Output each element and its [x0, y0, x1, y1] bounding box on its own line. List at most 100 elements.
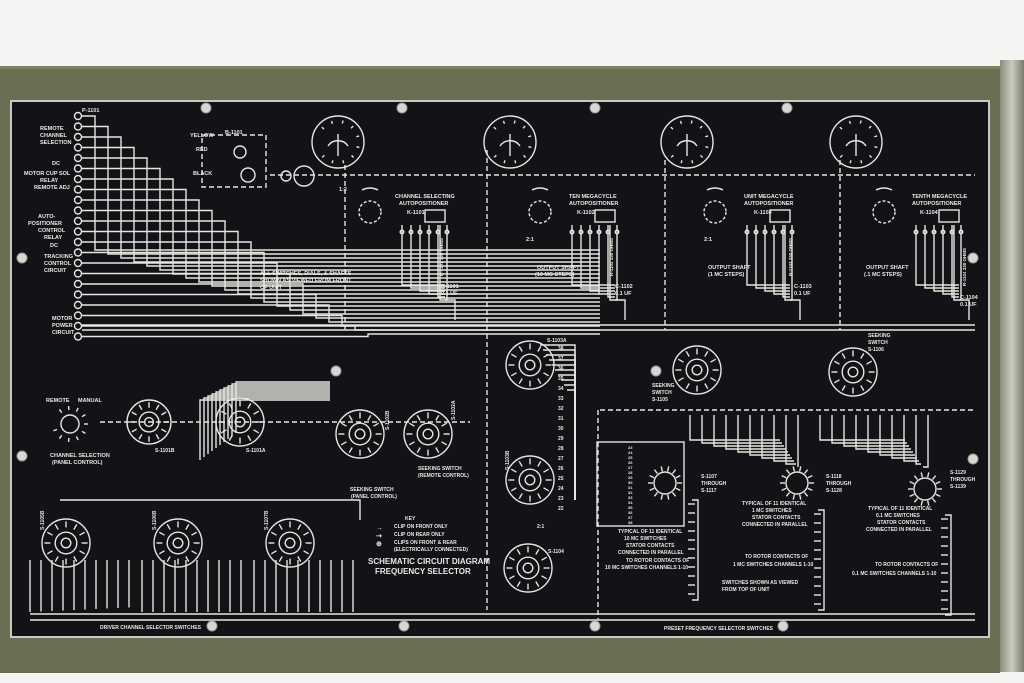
switch-contact: [220, 429, 227, 434]
motor-box: [201, 134, 267, 188]
switch-contact: [677, 358, 684, 363]
stator-contact: [931, 475, 937, 481]
channel-selection-sub: (PANEL CONTROL): [52, 460, 103, 466]
knob-tick: [81, 430, 86, 435]
contact: [922, 229, 928, 235]
seeking-switch-label: S-1105: [652, 397, 668, 403]
switch-contact: [408, 422, 415, 427]
switch-contact: [138, 434, 143, 440]
rotary-switch-icon: [505, 340, 555, 390]
switch-contact: [270, 531, 277, 536]
seeking-switch-label: SWITCH: [652, 390, 672, 396]
contact: [417, 229, 423, 235]
wire: [82, 314, 600, 327]
ap-cap: C-1102: [615, 284, 633, 290]
contact-number: 22: [558, 506, 564, 512]
gear-ratio: 2:1: [537, 524, 544, 530]
wire: [891, 415, 917, 459]
contact-number: 36: [558, 366, 564, 372]
dial-tick: [705, 135, 709, 138]
autopositioner-4: TENTH MEGACYCLE AUTOPOSITIONER K-1104 OU…: [864, 194, 979, 308]
switch-contact: [441, 422, 448, 427]
wire: [419, 225, 445, 292]
typical-label: TYPICAL OF 11 IDENTICAL: [742, 501, 806, 507]
contact-number: 34: [558, 386, 564, 392]
range-label: THROUGH: [950, 477, 976, 483]
wire: [764, 225, 790, 292]
screw-icon: [206, 620, 218, 632]
typical-label: STATOR CONTACTS: [752, 515, 801, 521]
rotor-label: 0.1 MC SWITCHES CHANNELS 1-10: [852, 571, 937, 577]
contact: [408, 229, 414, 235]
screw-icon: [589, 620, 601, 632]
contact-number: 29: [628, 475, 633, 480]
range-label: S-1107: [701, 474, 717, 480]
range-label: S-1129: [950, 470, 966, 476]
switch-contact: [518, 378, 523, 385]
stator-contact: [807, 474, 813, 479]
contact-number: 33: [558, 396, 564, 402]
tb-label: CHANNEL: [40, 133, 68, 139]
dial-tick: [493, 154, 497, 158]
contact: [931, 229, 937, 235]
tb-label: TRACKING: [44, 254, 73, 260]
contact: [771, 229, 777, 235]
switch-contact: [535, 548, 540, 555]
wire: [761, 415, 792, 459]
terminal: [73, 143, 83, 152]
dial-tick: [868, 125, 872, 129]
switch-contact: [138, 404, 143, 410]
stator-contact: [926, 500, 930, 506]
terminal-board-ref: P-1101: [82, 108, 99, 114]
typical-label: TYPICAL OF 11 IDENTICAL: [618, 529, 682, 535]
wire-red-label: RED: [196, 147, 208, 153]
dial-tick: [860, 160, 863, 164]
rotary-switch-icon: [828, 347, 878, 397]
tb-label: CIRCUIT: [44, 268, 67, 274]
ap-cap: C-1101: [441, 284, 459, 290]
relay-coil: [769, 209, 791, 223]
typical-label: CONNECTED IN PARALLEL: [742, 522, 808, 528]
rotor-label: TO ROTOR CONTACTS OF: [626, 558, 689, 564]
switch-contact: [543, 468, 550, 473]
rotary-switch-icon: [41, 518, 91, 568]
ap-cap-value: 0.1 UF: [615, 291, 632, 297]
dial-tick: [679, 120, 683, 125]
contact-number: 32: [628, 490, 633, 495]
stator-contact: [798, 494, 802, 500]
screw-icon: [781, 102, 793, 114]
screw-icon: [967, 453, 979, 465]
contact-number: 24: [558, 486, 564, 492]
dial-icon: [660, 115, 714, 169]
rotary-switch-icon-shaft: [422, 428, 434, 440]
wire: [692, 499, 699, 601]
screw-icon: [200, 102, 212, 114]
contact-number: 26: [558, 466, 564, 472]
contact-number: 26: [628, 460, 633, 465]
stator-contact: [792, 466, 796, 472]
wire: [82, 157, 600, 267]
screw-icon: [398, 620, 410, 632]
dial-tick: [691, 160, 694, 164]
dial-tick: [690, 120, 693, 124]
stator-contact: [785, 469, 791, 475]
terminal: [73, 216, 83, 226]
switch-contact: [510, 353, 517, 358]
rotor-label: 1 MC SWITCHES CHANNELS 1-10: [733, 562, 814, 568]
rotary-switch-icon-hub: [348, 422, 372, 446]
dial-tick: [503, 160, 506, 164]
stator-box: [596, 441, 685, 527]
preset-switch-icon: [785, 471, 809, 495]
switch-ref: S-1103B: [505, 450, 511, 470]
switch-contact: [704, 383, 709, 390]
tb-label: DC: [52, 161, 60, 167]
stator-contact: [909, 480, 915, 485]
wire: [785, 415, 796, 465]
dial-tick: [700, 154, 704, 158]
rotary-switch-icon-hub: [278, 531, 302, 555]
switch-contact: [340, 441, 347, 446]
ap-title: TEN MEGACYCLE: [569, 194, 617, 200]
tb-label: RELAY: [40, 178, 58, 184]
contact: [587, 229, 593, 235]
autopositioner-2: TEN MEGACYCLE AUTOPOSITIONER K-1102 OUTP…: [526, 194, 633, 297]
